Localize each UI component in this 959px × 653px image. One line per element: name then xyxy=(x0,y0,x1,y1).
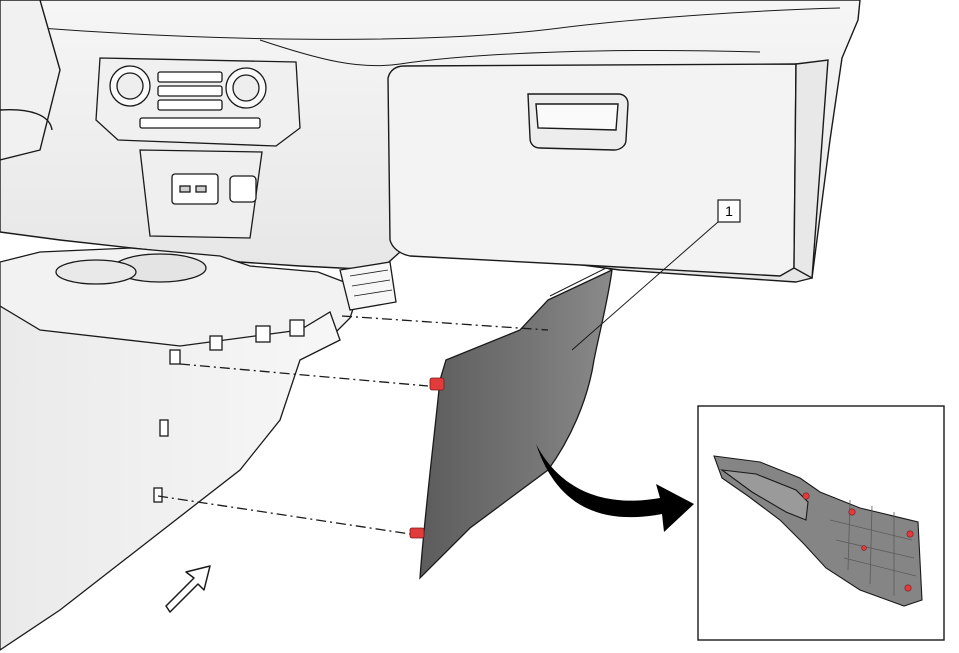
callout: 1 xyxy=(571,199,741,351)
outline-arrow-icon xyxy=(165,565,211,613)
knee-bolster-panel xyxy=(409,267,613,580)
inset-clips xyxy=(802,492,914,592)
glove-box-handle xyxy=(527,93,629,151)
center-stack xyxy=(95,57,301,239)
hvac-knob-left xyxy=(109,65,151,107)
retaining-clip-upper xyxy=(429,377,445,391)
usb-ports xyxy=(171,173,257,205)
detail-inset xyxy=(697,405,945,641)
retaining-clip-lower xyxy=(409,527,425,539)
inset-panel-rear-view xyxy=(713,455,923,607)
alignment-lines xyxy=(157,315,549,535)
curved-arrow-icon xyxy=(536,444,694,532)
hvac-knob-right xyxy=(225,67,267,109)
callout-number: 1 xyxy=(725,203,733,219)
wiring-connector xyxy=(339,261,397,311)
glove-box xyxy=(387,59,829,280)
hvac-buttons xyxy=(139,71,261,129)
console-mounting-tabs xyxy=(153,319,305,503)
center-console xyxy=(0,247,397,651)
